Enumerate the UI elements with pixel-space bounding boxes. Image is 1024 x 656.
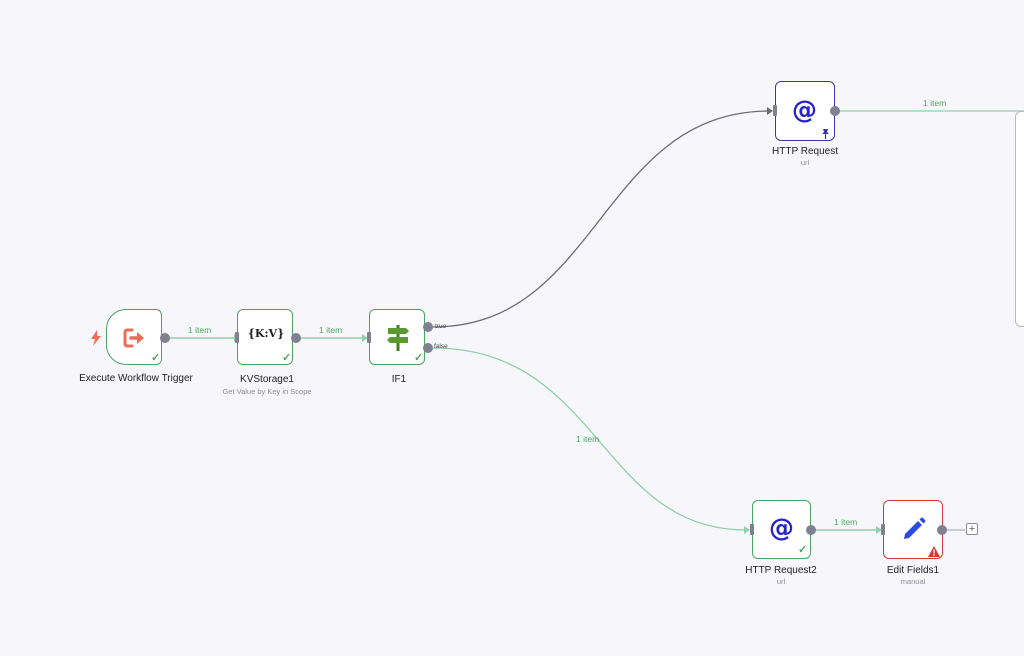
output-port-false[interactable] xyxy=(423,343,433,353)
sign-out-icon xyxy=(123,327,147,354)
node-label: KVStorage1 xyxy=(240,374,294,385)
at-icon: @ xyxy=(769,513,794,542)
node-label: Execute Workflow Trigger xyxy=(79,373,193,384)
node-label: IF1 xyxy=(391,374,407,385)
edge-item-count: 1 item xyxy=(923,98,947,108)
output-port[interactable] xyxy=(830,106,840,116)
at-icon: @ xyxy=(792,95,817,124)
node-execute-workflow-trigger[interactable]: ✓ xyxy=(106,309,162,365)
arrow-head xyxy=(362,334,368,342)
arrow-head xyxy=(876,526,882,534)
add-node-button[interactable]: + xyxy=(966,523,978,535)
connection-if-true-http-request xyxy=(432,110,771,328)
success-check-icon: ✓ xyxy=(414,352,424,364)
node-edit-fields1[interactable] xyxy=(883,500,943,559)
output-port[interactable] xyxy=(160,333,170,343)
node-http-request2[interactable]: @ ✓ xyxy=(752,500,811,559)
arrow-head xyxy=(744,526,750,534)
kv-icon: {K:V} xyxy=(247,327,285,340)
pencil-icon xyxy=(901,516,927,547)
input-port[interactable] xyxy=(367,332,371,343)
port-label-true: true xyxy=(435,323,447,330)
success-check-icon: ✓ xyxy=(282,352,292,364)
node-subtitle: Get Value by Key in Scope xyxy=(222,387,312,396)
output-port[interactable] xyxy=(291,333,301,343)
edge-item-count: 1 item xyxy=(576,434,600,444)
node-label: HTTP Request xyxy=(772,146,838,157)
node-subtitle: url xyxy=(776,577,786,586)
node-if1[interactable]: ✓ xyxy=(369,309,425,365)
input-port[interactable] xyxy=(750,524,754,535)
arrow-head xyxy=(767,107,773,115)
success-check-icon: ✓ xyxy=(151,352,161,364)
node-subtitle: manual xyxy=(900,577,926,586)
input-port[interactable] xyxy=(235,332,239,343)
warning-icon xyxy=(928,544,940,562)
output-port[interactable] xyxy=(806,525,816,535)
lightning-icon xyxy=(90,330,102,351)
edge-item-count: 1 item xyxy=(834,517,858,527)
node-subtitle: url xyxy=(800,158,810,167)
offscreen-node[interactable] xyxy=(1015,111,1024,327)
input-port[interactable] xyxy=(773,105,777,116)
node-http-request[interactable]: @ xyxy=(775,81,835,141)
port-label-false: false xyxy=(434,343,448,350)
signpost-icon xyxy=(386,325,410,356)
output-port[interactable] xyxy=(937,525,947,535)
node-label: Edit Fields1 xyxy=(886,565,940,576)
node-label: HTTP Request2 xyxy=(745,565,817,576)
node-kvstorage[interactable]: {K:V} ✓ xyxy=(237,309,293,365)
edge-item-count: 1 item xyxy=(319,325,343,335)
input-port[interactable] xyxy=(881,524,885,535)
connection-if-false-http-request2 xyxy=(432,347,747,531)
pin-icon xyxy=(821,126,830,144)
output-port-true[interactable] xyxy=(423,322,433,332)
edge-item-count: 1 item xyxy=(188,325,212,335)
success-check-icon: ✓ xyxy=(798,544,808,556)
